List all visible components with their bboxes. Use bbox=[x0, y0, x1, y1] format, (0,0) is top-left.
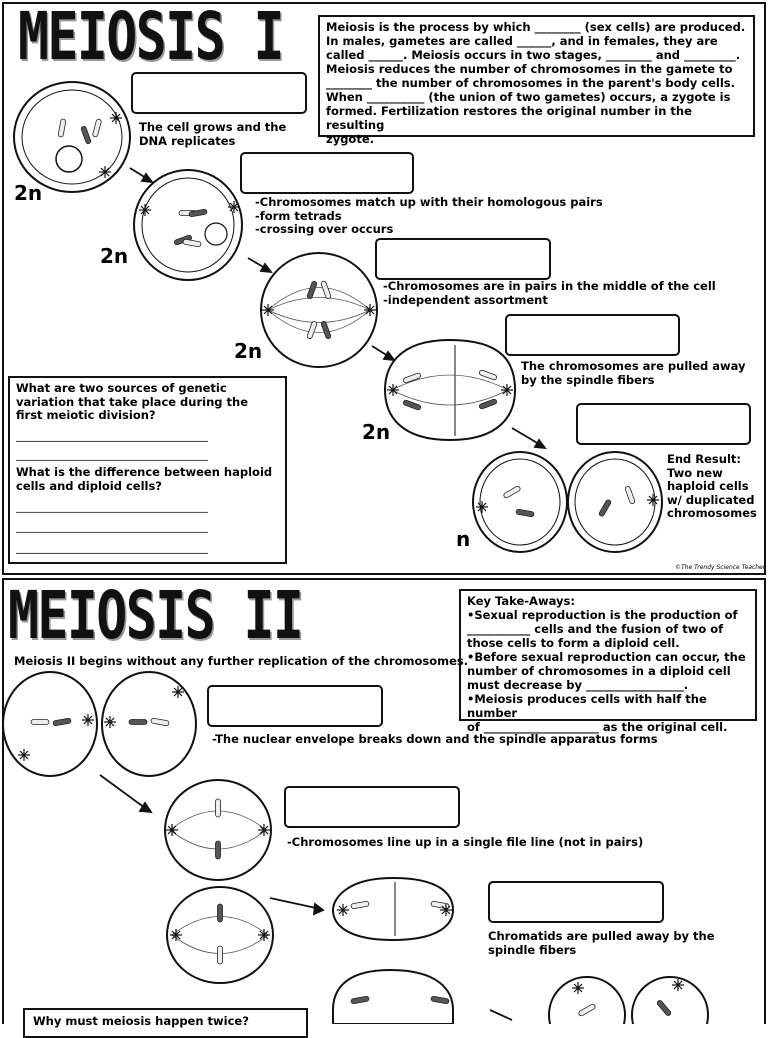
key-line: ___________ cells and the fusion of two … bbox=[467, 622, 724, 636]
ploidy-label: 2n bbox=[14, 181, 43, 205]
intro-line: ________ the number of chromosomes in th… bbox=[326, 76, 736, 90]
cell-telophase-1-left bbox=[472, 451, 568, 553]
question-box: What are two sources of genetic variatio… bbox=[8, 376, 287, 564]
cell-gamete-right bbox=[631, 976, 709, 1024]
step-metaphase-1-label: -Chromosomes are in pairs in the middle … bbox=[383, 279, 716, 307]
cell-anaphase-1 bbox=[383, 338, 517, 442]
step-metaphase-2-label: -Chromosomes line up in a single file li… bbox=[287, 835, 644, 849]
key-line: •Before sexual reproduction can occur, t… bbox=[467, 650, 746, 664]
arrows-meiosis-1 bbox=[129, 167, 547, 450]
answer-line[interactable]: ________________________________________… bbox=[16, 433, 208, 442]
ploidy-label: 2n bbox=[234, 339, 263, 363]
answer-line[interactable]: ________________________________________… bbox=[16, 524, 208, 533]
answer-box-metaphase-1[interactable] bbox=[375, 238, 551, 280]
cell-prophase-2-right bbox=[101, 671, 197, 777]
key-line: number of chromosomes in a diploid cell bbox=[467, 664, 731, 678]
intro-line: called ______. Meiosis occurs in two sta… bbox=[326, 48, 741, 62]
cell-prophase-1 bbox=[133, 169, 243, 281]
answer-line[interactable]: ________________________________________… bbox=[16, 504, 208, 513]
cell-metaphase-2 bbox=[164, 779, 272, 881]
answer-line[interactable]: ________________________________________… bbox=[16, 452, 208, 461]
answer-box-anaphase-1[interactable] bbox=[505, 314, 680, 356]
answer-box-anaphase-2[interactable] bbox=[488, 881, 664, 923]
step-prophase-2-label: -The nuclear envelope breaks down and th… bbox=[212, 732, 658, 746]
answer-box-interphase[interactable] bbox=[131, 72, 307, 114]
ploidy-label: n bbox=[456, 527, 471, 551]
answer-box-telophase-1[interactable] bbox=[576, 403, 751, 445]
intro-line: When __________ (the union of two gamete… bbox=[326, 90, 731, 104]
meiosis-intro-box: Meiosis is the process by which ________… bbox=[318, 15, 755, 146]
key-line: Key Take-Aways: bbox=[467, 594, 575, 608]
step-interphase-label: The cell grows and the DNA replicates bbox=[139, 120, 287, 148]
cell-anaphase-2 bbox=[331, 876, 455, 942]
intro-line: formed. Fertilization restores the origi… bbox=[326, 104, 692, 132]
answer-box-prophase-2[interactable] bbox=[207, 685, 383, 727]
step-anaphase-2-label: Chromatids are pulled away by the spindl… bbox=[488, 929, 715, 957]
cell-metaphase-1 bbox=[260, 252, 378, 368]
step-anaphase-1-label: The chromosomes are pulled away by the s… bbox=[521, 359, 746, 387]
ploidy-label: 2n bbox=[100, 244, 129, 268]
key-line: those cells to form a diploid cell. bbox=[467, 636, 680, 650]
meiosis-1-title: MEIOSIS I bbox=[18, 0, 284, 75]
answer-box-metaphase-2[interactable] bbox=[284, 786, 460, 828]
meiosis-2-panel bbox=[2, 578, 766, 1024]
cell-interphase bbox=[13, 81, 131, 193]
question-haploid-diploid: What is the difference between haploid c… bbox=[16, 465, 273, 493]
question-genetic-variation: What are two sources of genetic variatio… bbox=[16, 381, 248, 422]
step-prophase-1-label: -Chromosomes match up with their homolog… bbox=[255, 195, 603, 236]
credit-text: ©The Trendy Science Teacher bbox=[675, 564, 766, 571]
arrows-meiosis-2 bbox=[99, 774, 513, 1021]
key-line: must decrease by _________________. bbox=[467, 678, 689, 692]
meiosis-1-panel bbox=[2, 2, 766, 575]
cell-prophase-2-left bbox=[2, 671, 98, 777]
answer-box-prophase-1[interactable] bbox=[240, 152, 414, 194]
key-takeaways-box: Key Take-Aways: •Sexual reproduction is … bbox=[459, 589, 757, 734]
key-line: of ____________________ as the original … bbox=[467, 720, 728, 734]
cell-telophase-2 bbox=[332, 968, 454, 1024]
intro-line: zygote. bbox=[326, 132, 374, 146]
end-result-label: End Result: Two new haploid cells w/ dup… bbox=[667, 452, 757, 520]
key-line: •Sexual reproduction is the production o… bbox=[467, 608, 738, 622]
answer-line[interactable]: ________________________________________… bbox=[16, 545, 208, 554]
cell-telophase-1-right bbox=[567, 451, 663, 553]
cell-gamete-left bbox=[548, 976, 626, 1024]
intro-line: Meiosis reduces the number of chromosome… bbox=[326, 62, 733, 76]
key-line: •Meiosis produces cells with half the nu… bbox=[467, 692, 707, 720]
intro-line: In males, gametes are called ______, and… bbox=[326, 34, 718, 48]
meiosis-2-intro: Meiosis II begins without any further re… bbox=[14, 654, 469, 668]
intro-line: Meiosis is the process by which ________… bbox=[326, 20, 746, 34]
meiosis-2-title: MEIOSIS II bbox=[8, 577, 304, 654]
ploidy-label: 2n bbox=[362, 420, 391, 444]
cell-metaphase-2-lower bbox=[166, 886, 274, 984]
